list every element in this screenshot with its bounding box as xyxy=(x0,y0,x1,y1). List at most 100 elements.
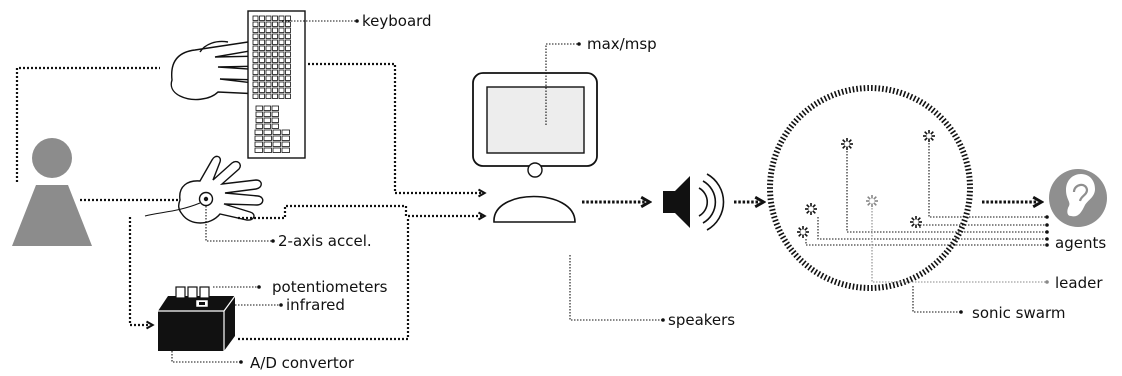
keyboard-key xyxy=(252,33,259,39)
keyboard-key xyxy=(281,141,290,147)
maxmsp-label-leader xyxy=(545,43,578,125)
swarm-boundary-tick xyxy=(936,112,942,119)
agent-icon xyxy=(796,225,810,239)
swarm-boundary-tick xyxy=(941,252,947,258)
keyboard-key xyxy=(272,75,278,81)
swarm-boundary-tick xyxy=(963,212,970,216)
ad-to-computer-line xyxy=(238,219,410,341)
swarm-boundary-tick xyxy=(953,136,960,141)
keyboard-key xyxy=(278,75,285,81)
swarm-boundary-tick xyxy=(912,95,917,102)
ad-label-leader xyxy=(171,351,240,363)
swarm-boundary-tick xyxy=(938,255,945,261)
swarm-boundary-tick xyxy=(830,92,835,99)
keyboard-key xyxy=(252,81,259,87)
keyboard-key xyxy=(271,105,279,111)
swarm-boundary-tick xyxy=(820,272,825,279)
keyboard-key xyxy=(272,93,278,99)
keyboard-key xyxy=(252,27,259,33)
swarm-boundary-tick xyxy=(788,123,795,129)
person-icon xyxy=(12,138,92,246)
swarm-boundary-tick xyxy=(810,267,816,273)
swarm-boundary-tick xyxy=(771,215,778,219)
swarm-boundary-tick xyxy=(795,115,802,121)
swarm-boundary-tick xyxy=(795,255,802,261)
keyboard-key xyxy=(252,87,259,93)
swarm-boundary-tick xyxy=(780,136,787,141)
keyboard-key xyxy=(278,21,285,27)
swarm-boundary-tick xyxy=(810,103,816,109)
keyboard-key xyxy=(272,135,281,141)
keyboard-key xyxy=(263,123,271,129)
swarm-boundary-tick xyxy=(770,160,777,164)
swarm-boundary-tick xyxy=(804,262,810,269)
keyboard-key xyxy=(272,63,278,69)
swarm-boundary-tick xyxy=(878,85,881,92)
keyboard-key xyxy=(252,39,259,45)
swarm-boundary-tick xyxy=(927,105,933,112)
swarm-boundary-tick xyxy=(952,238,958,243)
keyboard-key xyxy=(272,87,278,93)
swarm-boundary-tick xyxy=(833,91,838,98)
keyboard-key xyxy=(272,57,278,63)
keyboard-key xyxy=(263,117,271,123)
speakers-label: speakers xyxy=(668,311,735,329)
keyboard-key xyxy=(285,63,291,69)
swarm-boundary-tick xyxy=(801,110,807,116)
lower-hand-icon xyxy=(177,155,264,224)
keyboard-key xyxy=(252,93,259,99)
keyboard-key xyxy=(278,87,285,93)
ear-icon xyxy=(1049,169,1107,227)
swarm-boundary-tick xyxy=(948,126,954,132)
keyboard-key xyxy=(259,21,265,27)
swarm-boundary-tick xyxy=(786,244,792,250)
swarm-boundary-tick xyxy=(775,225,782,230)
keyboard-key xyxy=(285,69,291,75)
keyboard-key xyxy=(278,27,285,33)
swarm-boundary-tick xyxy=(948,244,954,250)
swarm-boundary-tick xyxy=(930,107,936,114)
swarm-boundary-tick xyxy=(885,283,888,290)
keyboard-key xyxy=(259,63,265,69)
swarm-boundary-tick xyxy=(952,133,958,138)
swarm-boundary-tick xyxy=(921,101,927,107)
computer-monitor-icon xyxy=(472,72,598,223)
person-to-ad-line xyxy=(128,217,150,325)
swarm-boundary-tick xyxy=(958,225,965,230)
swarm-boundary-tick xyxy=(786,126,792,132)
agent-leader-line xyxy=(817,217,1046,240)
swarm-boundary-tick xyxy=(813,101,819,107)
keyboard-key xyxy=(272,45,278,51)
keyboard-key xyxy=(252,57,259,63)
keyboard-key xyxy=(265,57,272,63)
swarm-boundary-tick xyxy=(933,110,939,116)
keyboard-key xyxy=(263,147,272,153)
swarm-boundary-tick xyxy=(966,175,973,179)
keyboard-key xyxy=(252,75,259,81)
keyboard-to-computer-line xyxy=(308,62,482,193)
swarm-boundary-tick xyxy=(788,247,795,253)
swarm-boundary-tick xyxy=(881,85,885,92)
keyboard-key xyxy=(278,33,285,39)
keyboard-key xyxy=(285,87,291,93)
keyboard-key xyxy=(265,87,272,93)
swarm-boundary-tick xyxy=(801,260,807,266)
keyboard-key xyxy=(259,33,265,39)
swarm-boundary-tick xyxy=(852,86,855,93)
swarm-boundary-tick xyxy=(768,205,775,208)
agent-leader-line xyxy=(919,224,1046,228)
swarm-boundary-tick xyxy=(936,257,942,264)
keyboard-key xyxy=(265,27,272,33)
swarm-boundary-tick xyxy=(855,284,859,291)
potentiometer-knobs-icon xyxy=(175,286,210,299)
swarm-boundary-tick xyxy=(892,87,896,94)
keyboard-key xyxy=(281,129,290,135)
keyboard-key xyxy=(255,123,263,129)
agent-leader-line xyxy=(805,239,1046,246)
keyboard-key xyxy=(285,15,291,21)
ad-convertor-box-icon xyxy=(158,295,236,351)
keyboard-key xyxy=(272,51,278,57)
keyboard-key xyxy=(285,39,291,45)
swarm-boundary-tick xyxy=(962,157,969,161)
keyboard-key xyxy=(259,45,265,51)
